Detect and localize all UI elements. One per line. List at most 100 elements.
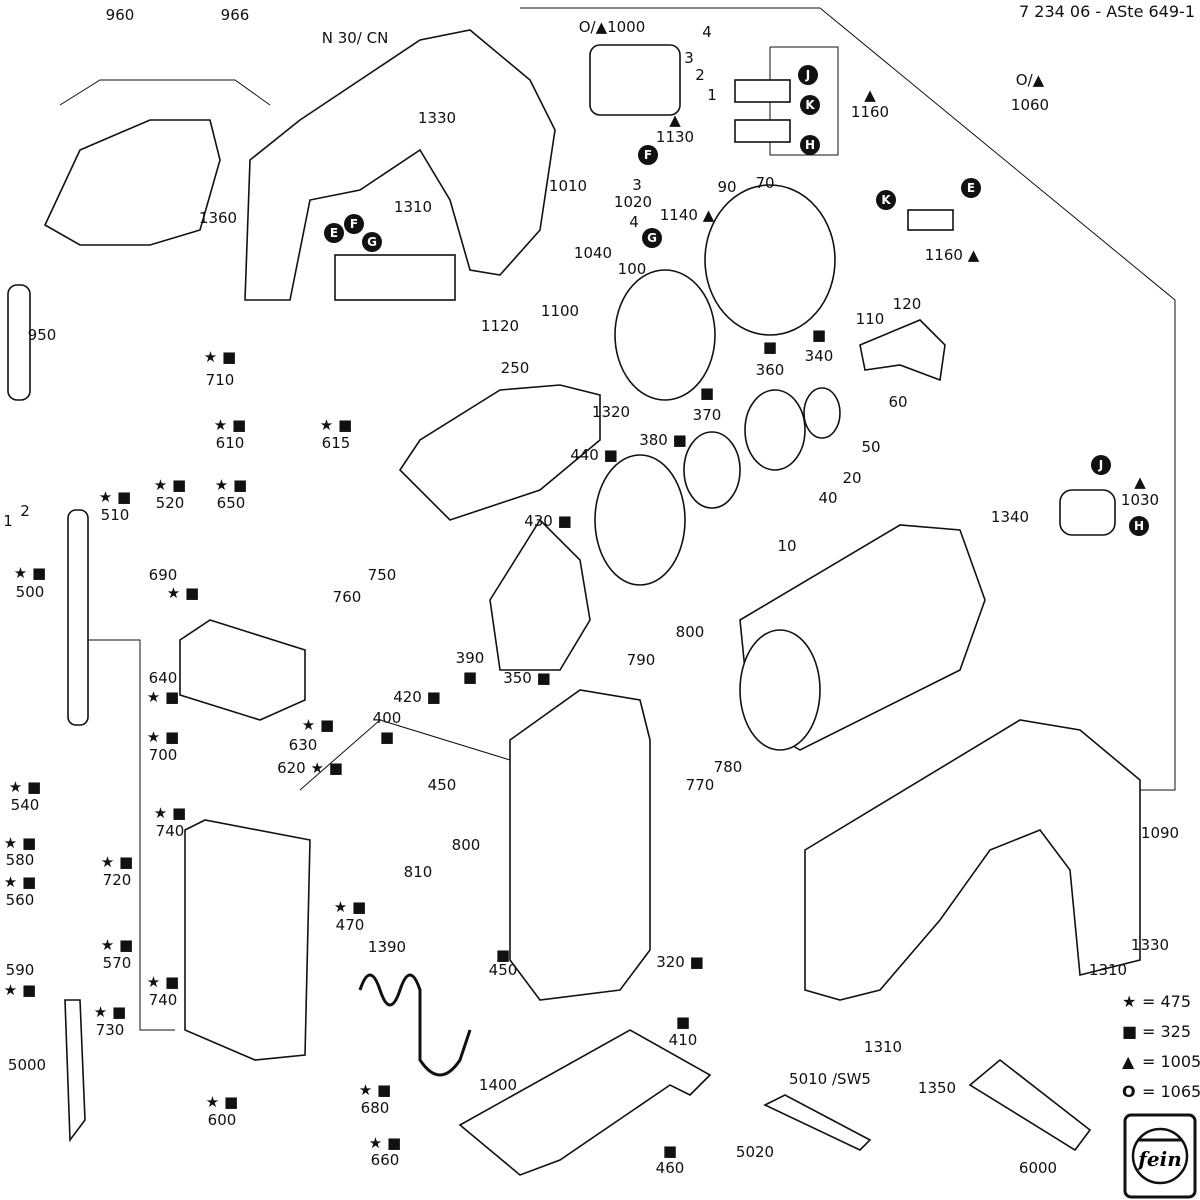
part-label: 400 <box>373 709 402 727</box>
part-label: 430 ■ <box>524 512 572 530</box>
brush-h <box>734 119 791 143</box>
part-label: 250 <box>501 359 530 377</box>
part-label: 90 <box>717 178 736 196</box>
part-label: ■ <box>496 946 510 964</box>
part-label: 590 <box>6 961 35 979</box>
legend-value-circle: = 1065 <box>1142 1082 1200 1101</box>
part-label: 370 <box>693 406 722 424</box>
part-label: 10 <box>777 537 796 555</box>
part-label: ★ ■ <box>302 716 334 734</box>
svg-text:H: H <box>805 138 815 152</box>
connector-marker-h: H <box>800 135 820 155</box>
svg-text:K: K <box>805 98 815 112</box>
group-outline-lines <box>59 7 1176 1031</box>
part-label: 1400 <box>479 1076 517 1094</box>
part-label: 1100 <box>541 302 579 320</box>
part-label: 640 <box>149 669 178 687</box>
part-label: 1330 <box>1131 936 1169 954</box>
part-label: 1010 <box>549 177 587 195</box>
part-label: 720 <box>103 871 132 889</box>
part-label: 810 <box>404 863 433 881</box>
grease-tube <box>968 1058 1092 1152</box>
svg-text:F: F <box>350 217 358 231</box>
part-label: ★ ■ <box>147 728 179 746</box>
part-label: 1040 <box>574 244 612 262</box>
part-label: 5020 <box>736 1143 774 1161</box>
part-label: 360 <box>756 361 785 379</box>
svg-text:H: H <box>1134 519 1144 533</box>
hex-key <box>763 1094 872 1151</box>
part-label: 780 <box>714 758 743 776</box>
part-label: 5010 /SW5 <box>789 1070 871 1088</box>
legend-symbol-square: ■ <box>1122 1022 1137 1041</box>
part-label: 615 <box>322 434 351 452</box>
part-label: ★ ■ <box>4 981 36 999</box>
legend: ★ = 475 ■ = 325 ▲ = 1005 O = 1065 <box>1122 992 1200 1101</box>
part-label: 1020 <box>614 193 652 211</box>
connector-marker-g: G <box>642 228 662 248</box>
connector-marker-j: J <box>1091 455 1111 475</box>
part-label: ■ <box>700 384 714 402</box>
part-label: ■ <box>676 1013 690 1031</box>
part-label: 460 <box>656 1159 685 1177</box>
part-label: 350 ■ <box>503 669 551 687</box>
legend-symbol-circle: O <box>1122 1082 1136 1101</box>
part-label: 750 <box>368 566 397 584</box>
part-label: 1090 <box>1141 824 1179 842</box>
part-label: 1060 <box>1011 96 1049 114</box>
part-label: ■ <box>812 326 826 344</box>
part-label: 1160 <box>851 103 889 121</box>
part-label: 1 <box>707 86 717 104</box>
part-label: 20 <box>842 469 861 487</box>
suppressor-1030 <box>1059 489 1116 536</box>
part-label: 760 <box>333 588 362 606</box>
part-label: 650 <box>217 494 246 512</box>
part-label: 730 <box>96 1021 125 1039</box>
part-label: 40 <box>818 489 837 507</box>
part-label: 450 <box>428 776 457 794</box>
part-label: 1030 <box>1121 491 1159 509</box>
part-label: ★ ■ <box>204 348 236 366</box>
connector-marker-k: K <box>800 95 820 115</box>
gear-housing <box>509 689 651 1001</box>
part-label: 50 <box>861 438 880 456</box>
part-label: 320 ■ <box>656 953 704 971</box>
part-label: ★ ■ <box>167 584 199 602</box>
part-label: 120 <box>893 295 922 313</box>
part-label: ★ ■ <box>320 416 352 434</box>
connector-marker-h: H <box>1129 516 1149 536</box>
part-label: 520 <box>156 494 185 512</box>
flange-380 <box>594 454 686 586</box>
gear-360 <box>744 389 806 471</box>
part-label: ■ <box>663 1142 677 1160</box>
part-label: 660 <box>371 1151 400 1169</box>
part-label: ★ ■ <box>4 834 36 852</box>
part-label: 4 <box>629 213 639 231</box>
part-label: 1310 <box>394 198 432 216</box>
part-label: 390 <box>456 649 485 667</box>
part-label: 5000 <box>8 1056 46 1074</box>
svg-text:K: K <box>881 193 891 207</box>
handle-frame <box>804 719 1141 1001</box>
connector-marker-e: E <box>324 223 344 243</box>
field-coil <box>704 184 836 336</box>
part-label: 1360 <box>199 209 237 227</box>
part-label: 3 <box>632 176 642 194</box>
part-label: 500 <box>16 583 45 601</box>
part-label: 710 <box>206 371 235 389</box>
part-label: 100 <box>618 260 647 278</box>
part-label: ★ ■ <box>9 778 41 796</box>
svg-text:E: E <box>330 226 338 240</box>
housing-half <box>244 29 556 301</box>
part-label: ■ <box>763 338 777 356</box>
svg-text:E: E <box>967 181 975 195</box>
part-label: 740 <box>149 991 178 1009</box>
switch-1000 <box>589 44 681 116</box>
part-label: ★ ■ <box>4 873 36 891</box>
part-label: 1320 <box>592 403 630 421</box>
grip-tube <box>7 284 31 401</box>
part-label: ▲ <box>1134 473 1146 491</box>
part-label: 1120 <box>481 317 519 335</box>
part-label: 440 ■ <box>570 446 618 464</box>
